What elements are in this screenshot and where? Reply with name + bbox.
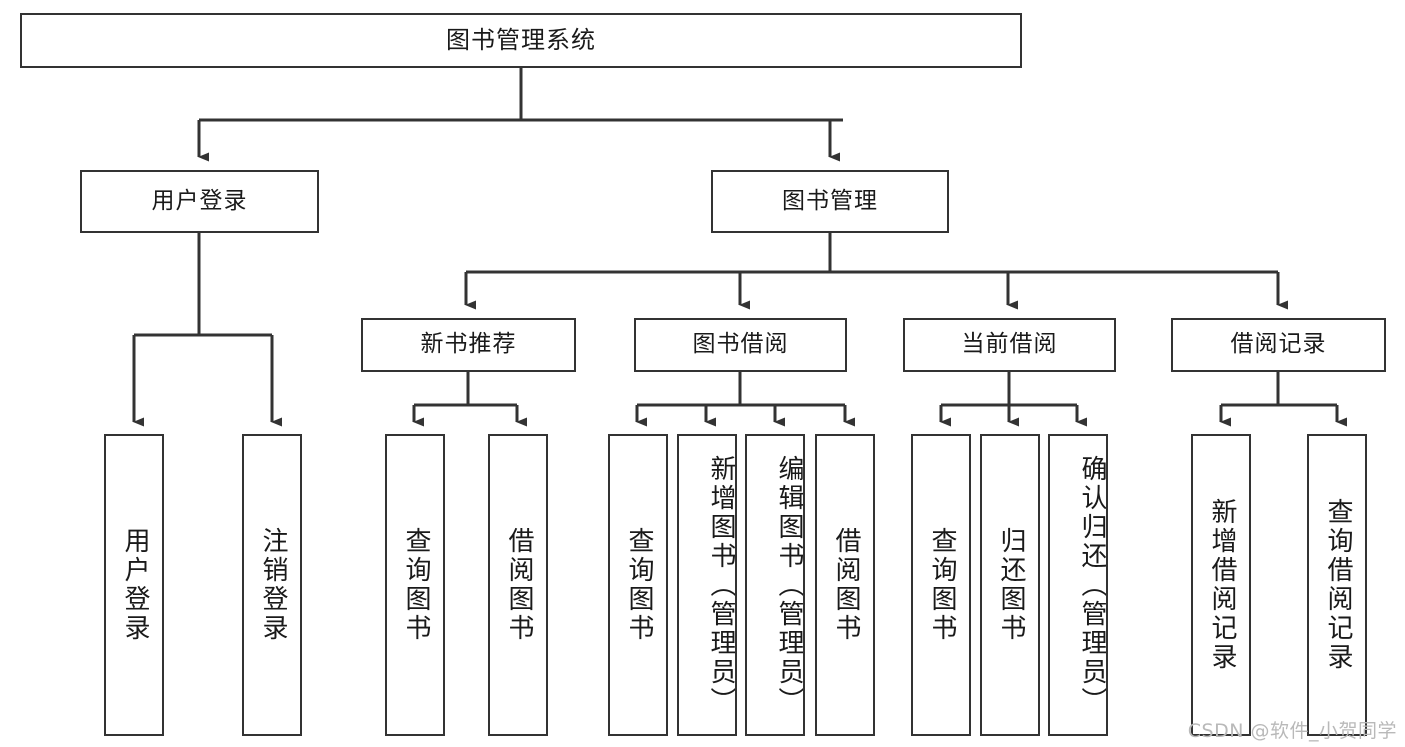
node-label: 编辑图书（管理员）	[774, 454, 804, 716]
node-borrow-record[interactable]: 借阅记录	[1171, 318, 1386, 372]
node-label: 新增借阅记录	[1206, 498, 1237, 672]
csdn-watermark: CSDN @软件_小贺同学	[1187, 720, 1397, 742]
node-leaf-borrow-book-2[interactable]: 借阅图书	[815, 434, 875, 736]
node-leaf-user-login[interactable]: 用户登录	[104, 434, 164, 736]
node-book-borrow[interactable]: 图书借阅	[634, 318, 847, 372]
node-leaf-edit-book-admin[interactable]: 编辑图书（管理员）	[745, 434, 805, 736]
node-label: 借阅图书	[830, 527, 861, 643]
node-leaf-borrow-book-1[interactable]: 借阅图书	[488, 434, 548, 736]
node-leaf-query-book-2[interactable]: 查询图书	[608, 434, 668, 736]
node-label: 归还图书	[995, 527, 1026, 643]
node-label: 查询借阅记录	[1322, 498, 1353, 672]
node-leaf-logout[interactable]: 注销登录	[242, 434, 302, 736]
node-current-borrow[interactable]: 当前借阅	[903, 318, 1116, 372]
node-leaf-query-book-3[interactable]: 查询图书	[911, 434, 971, 736]
node-label: 借阅图书	[503, 527, 534, 643]
node-leaf-confirm-return-admin[interactable]: 确认归还（管理员）	[1048, 434, 1108, 736]
node-label: 查询图书	[400, 527, 431, 643]
node-label: 新增图书（管理员）	[706, 454, 736, 716]
node-label: 当前借阅	[961, 331, 1058, 358]
node-label: 注销登录	[257, 527, 288, 643]
node-label: 查询图书	[623, 527, 654, 643]
node-label: 用户登录	[151, 187, 248, 214]
node-leaf-add-borrow-record[interactable]: 新增借阅记录	[1191, 434, 1251, 736]
node-leaf-return-book[interactable]: 归还图书	[980, 434, 1040, 736]
node-book-manage[interactable]: 图书管理	[711, 170, 949, 233]
node-label: 确认归还（管理员）	[1077, 454, 1107, 716]
node-label: 借阅记录	[1230, 331, 1327, 358]
node-label: 图书管理系统	[446, 26, 596, 55]
node-leaf-query-book-1[interactable]: 查询图书	[385, 434, 445, 736]
node-user-login[interactable]: 用户登录	[80, 170, 319, 233]
node-leaf-query-borrow-record[interactable]: 查询借阅记录	[1307, 434, 1367, 736]
node-leaf-add-book-admin[interactable]: 新增图书（管理员）	[677, 434, 737, 736]
node-label: 查询图书	[926, 527, 957, 643]
node-label: 用户登录	[119, 527, 150, 643]
node-label: 图书借阅	[692, 331, 789, 358]
node-label: 新书推荐	[420, 331, 517, 358]
node-new-book-recommend[interactable]: 新书推荐	[361, 318, 576, 372]
node-label: 图书管理	[782, 187, 878, 214]
node-root-system[interactable]: 图书管理系统	[20, 13, 1022, 68]
